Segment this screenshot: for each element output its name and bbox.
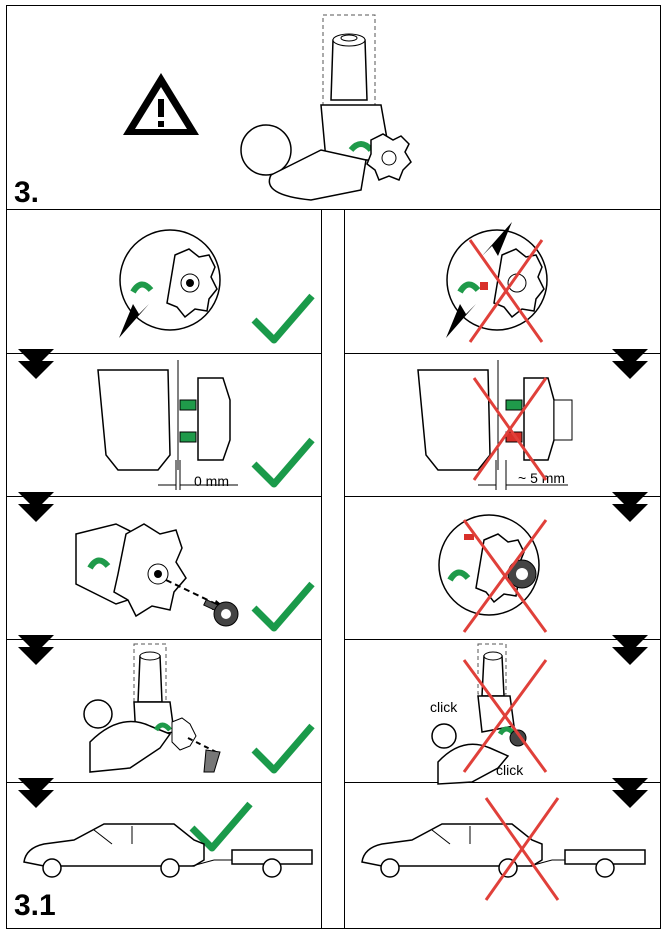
measurement-label: ~ 5 mm [518,470,566,486]
gap-measurement-illustration [97,360,238,490]
cross-icon [468,239,544,343]
row-divider [6,639,321,640]
cross-icon [484,797,560,901]
down-arrow-icon [612,492,648,522]
step-number-3: 3. [14,176,40,209]
lock-knob-green-indicator-illustration [119,229,221,338]
step-number-3-1: 3.1 [14,889,56,922]
car-with-trailer-illustration [23,823,313,878]
row-divider [345,639,661,640]
checkmark-icon [251,723,315,774]
warning-triangle-icon [123,73,199,135]
remove-key-illustration [75,523,239,627]
checkmark-icon [251,581,315,632]
row-divider [6,496,321,497]
click-label: click [430,699,458,715]
column-divider-right [344,209,345,929]
down-arrow-icon [18,349,54,379]
top-panel: 3. [6,5,661,210]
column-divider-left [321,209,322,929]
down-arrow-icon [612,349,648,379]
car-with-trailer-illustration [361,823,646,878]
checkmark-icon [251,293,315,344]
down-arrow-icon [612,635,648,665]
measurement-label: 0 mm [194,473,229,489]
top-panel-divider [6,209,661,210]
checkmark-icon [251,437,315,488]
down-arrow-icon [612,778,648,808]
down-arrow-icon [18,492,54,522]
instruction-sheet-frame [6,5,661,929]
cross-icon [462,519,548,633]
cross-icon [472,377,548,481]
down-arrow-icon [18,635,54,665]
row-divider [6,782,321,783]
row-divider [345,353,661,354]
ball-mounting-click-illustration [431,643,527,785]
down-arrow-icon [18,778,54,808]
cross-icon [462,659,548,773]
click-label: click [496,762,524,778]
row-divider [345,782,661,783]
checkmark-icon [189,801,253,852]
tow-bar-assembly-illustration [240,14,412,201]
row-divider [345,496,661,497]
insert-cap-illustration [83,643,221,773]
row-divider [6,353,321,354]
